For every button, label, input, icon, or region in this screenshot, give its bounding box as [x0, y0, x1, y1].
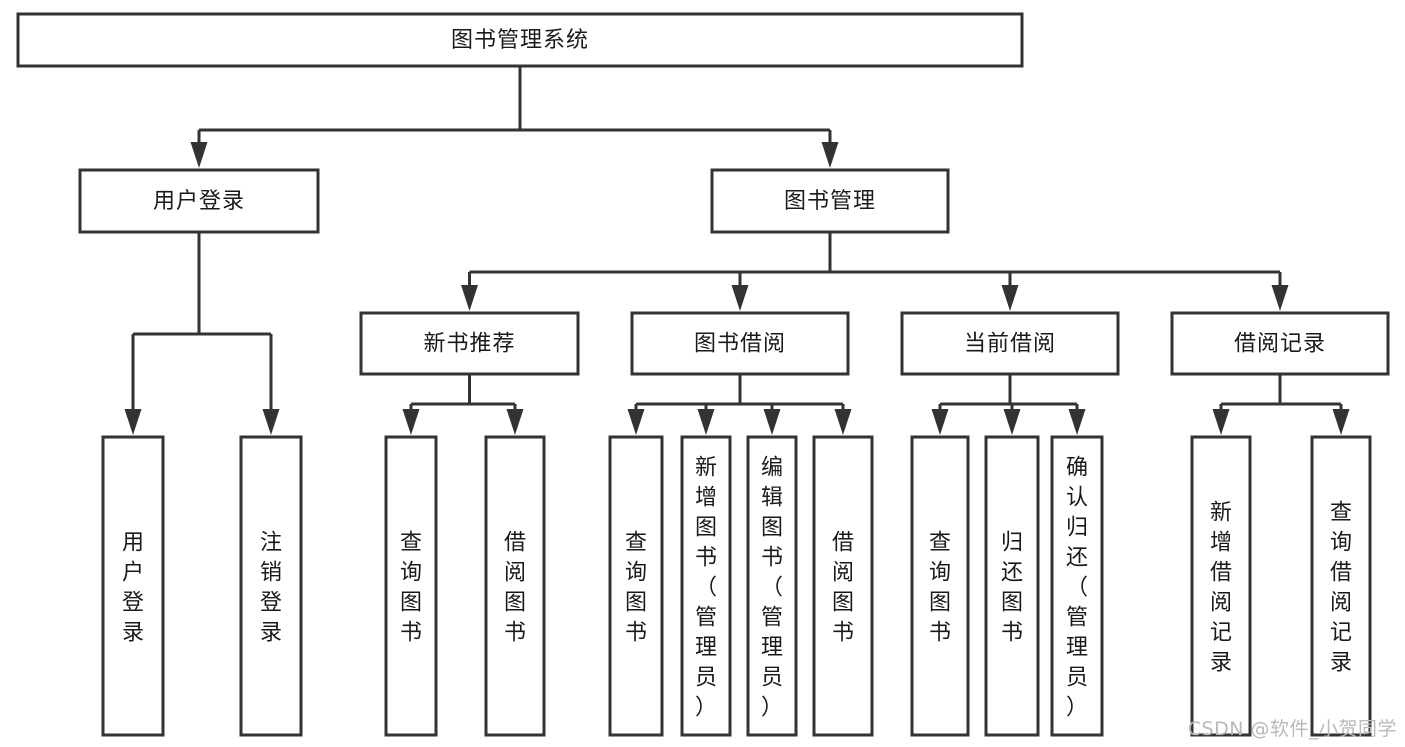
node-box-book-manage[interactable]: [710, 168, 950, 234]
node-leaf-query-book-rec[interactable]: 查询图书: [384, 435, 438, 737]
node-label-book-manage: 图书管理: [784, 189, 876, 214]
node-leaf-query-book-cur[interactable]: 查询图书: [910, 435, 970, 737]
node-label-leaf-edit-book-admin: 编辑图书（管理员）: [761, 455, 783, 720]
node-label-leaf-add-borrow-record: 新增借阅记录: [1210, 500, 1232, 675]
edge-group-book-manage: [461, 232, 1289, 311]
node-box-leaf-add-borrow-record[interactable]: [1190, 435, 1252, 737]
node-boxes-layer: 图书管理系统用户登录图书管理新书推荐图书借阅当前借阅借阅记录用户登录注销登录查询…: [16, 12, 1390, 737]
node-label-user-login: 用户登录: [153, 189, 245, 214]
node-leaf-query-book[interactable]: 查询图书: [608, 435, 664, 737]
node-label-leaf-borrow-book-rec: 借阅图书: [504, 530, 526, 645]
node-leaf-user-login[interactable]: 用户登录: [101, 435, 165, 737]
edge-group-book-borrow: [627, 374, 852, 435]
node-label-leaf-return-book: 归还图书: [1001, 530, 1023, 645]
node-label-leaf-query-book-rec: 查询图书: [400, 530, 422, 645]
node-label-leaf-confirm-return-admin: 确认归还（管理员）: [1066, 455, 1088, 720]
node-box-book-borrow[interactable]: [630, 311, 850, 376]
node-leaf-confirm-return-admin[interactable]: 确认归还（管理员）: [1050, 435, 1104, 737]
node-box-leaf-query-book-cur[interactable]: [910, 435, 970, 737]
node-box-user-login[interactable]: [78, 168, 320, 234]
edge-group-root: [190, 66, 839, 168]
node-label-leaf-query-book-cur: 查询图书: [929, 530, 951, 645]
edge-group-borrow-record: [1212, 374, 1350, 435]
edge-group-user-login: [124, 232, 280, 435]
node-box-borrow-record[interactable]: [1170, 311, 1390, 376]
node-borrow-record[interactable]: 借阅记录: [1170, 311, 1390, 376]
node-leaf-add-book-admin[interactable]: 新增图书（管理员）: [680, 435, 732, 737]
node-label-borrow-record: 借阅记录: [1234, 332, 1326, 357]
node-new-book-rec[interactable]: 新书推荐: [359, 311, 580, 376]
node-label-book-borrow: 图书借阅: [694, 332, 786, 357]
node-box-leaf-query-borrow-record[interactable]: [1310, 435, 1372, 737]
node-box-leaf-query-book[interactable]: [608, 435, 664, 737]
node-user-login[interactable]: 用户登录: [78, 168, 320, 234]
node-box-leaf-query-book-rec[interactable]: [384, 435, 438, 737]
node-box-leaf-add-book-admin[interactable]: [680, 435, 732, 737]
node-book-manage[interactable]: 图书管理: [710, 168, 950, 234]
node-box-leaf-borrow-book-rec[interactable]: [484, 435, 546, 737]
node-leaf-return-book[interactable]: 归还图书: [984, 435, 1040, 737]
node-leaf-borrow-book-rec[interactable]: 借阅图书: [484, 435, 546, 737]
node-label-root: 图书管理系统: [451, 28, 589, 53]
node-box-new-book-rec[interactable]: [359, 311, 580, 376]
node-leaf-edit-book-admin[interactable]: 编辑图书（管理员）: [746, 435, 798, 737]
node-label-leaf-user-logout: 注销登录: [260, 530, 282, 645]
node-leaf-query-borrow-record[interactable]: 查询借阅记录: [1310, 435, 1372, 737]
node-label-current-borrow: 当前借阅: [964, 332, 1056, 357]
node-label-leaf-query-borrow-record: 查询借阅记录: [1330, 500, 1352, 675]
node-box-leaf-edit-book-admin[interactable]: [746, 435, 798, 737]
node-box-leaf-return-book[interactable]: [984, 435, 1040, 737]
node-box-leaf-borrow-book[interactable]: [812, 435, 874, 737]
node-label-leaf-user-login: 用户登录: [122, 530, 144, 645]
node-leaf-add-borrow-record[interactable]: 新增借阅记录: [1190, 435, 1252, 737]
node-box-leaf-user-logout[interactable]: [239, 435, 303, 737]
node-label-leaf-query-book: 查询图书: [625, 530, 647, 645]
node-book-borrow[interactable]: 图书借阅: [630, 311, 850, 376]
node-box-leaf-user-login[interactable]: [101, 435, 165, 737]
node-root[interactable]: 图书管理系统: [16, 12, 1024, 68]
edge-group-new-book-rec: [402, 374, 524, 435]
node-box-root[interactable]: [16, 12, 1024, 68]
connector-edges-layer: [124, 66, 1350, 435]
node-label-new-book-rec: 新书推荐: [423, 332, 515, 357]
node-current-borrow[interactable]: 当前借阅: [900, 311, 1120, 376]
node-box-leaf-confirm-return-admin[interactable]: [1050, 435, 1104, 737]
node-leaf-borrow-book[interactable]: 借阅图书: [812, 435, 874, 737]
edge-group-current-borrow: [931, 374, 1086, 435]
node-label-leaf-add-book-admin: 新增图书（管理员）: [695, 455, 717, 720]
csdn-watermark: CSDN @软件_小贺同学: [1187, 718, 1397, 740]
node-leaf-user-logout[interactable]: 注销登录: [239, 435, 303, 737]
node-box-current-borrow[interactable]: [900, 311, 1120, 376]
node-label-leaf-borrow-book: 借阅图书: [832, 530, 854, 645]
